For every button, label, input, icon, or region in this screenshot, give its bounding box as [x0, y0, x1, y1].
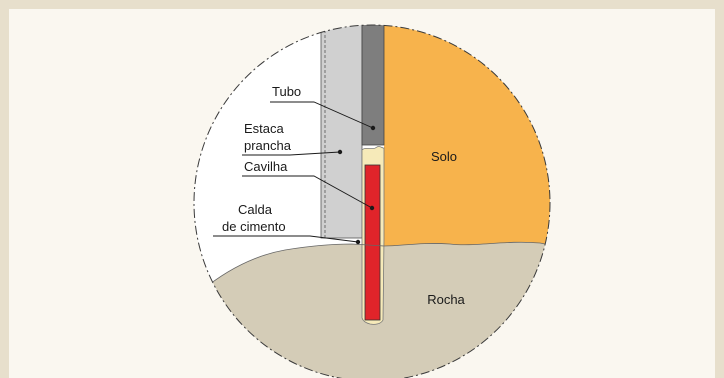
leader-tube: [270, 101, 374, 129]
label-sheet-pile-line1: Estaca: [244, 121, 285, 136]
rock-surface-line: [194, 241, 550, 311]
label-dowel: Cavilha: [244, 159, 288, 174]
leader-dots: [337, 125, 376, 245]
label-sheet-pile-line2: prancha: [244, 138, 292, 153]
label-rock: Rocha: [427, 292, 465, 307]
label-tube: Tubo: [272, 84, 301, 99]
label-grout-line2: de cimento: [222, 219, 286, 234]
leader-dot-dowel: [369, 205, 375, 211]
label-soil: Solo: [431, 149, 457, 164]
leader-lines: [213, 101, 374, 243]
leader-dowel: [242, 175, 373, 209]
leader-dot-tube: [370, 125, 376, 131]
tube: [361, 25, 385, 146]
leader-dot-grout: [355, 239, 361, 245]
label-grout-line1: Calda: [238, 202, 273, 217]
detail-circle-outline: [193, 24, 551, 378]
leader-grout: [213, 235, 359, 243]
sheet-pile: [320, 25, 363, 239]
dowel: [364, 164, 381, 321]
leader-dot-sheet-pile: [337, 149, 343, 155]
leader-sheet-pile: [242, 151, 341, 156]
